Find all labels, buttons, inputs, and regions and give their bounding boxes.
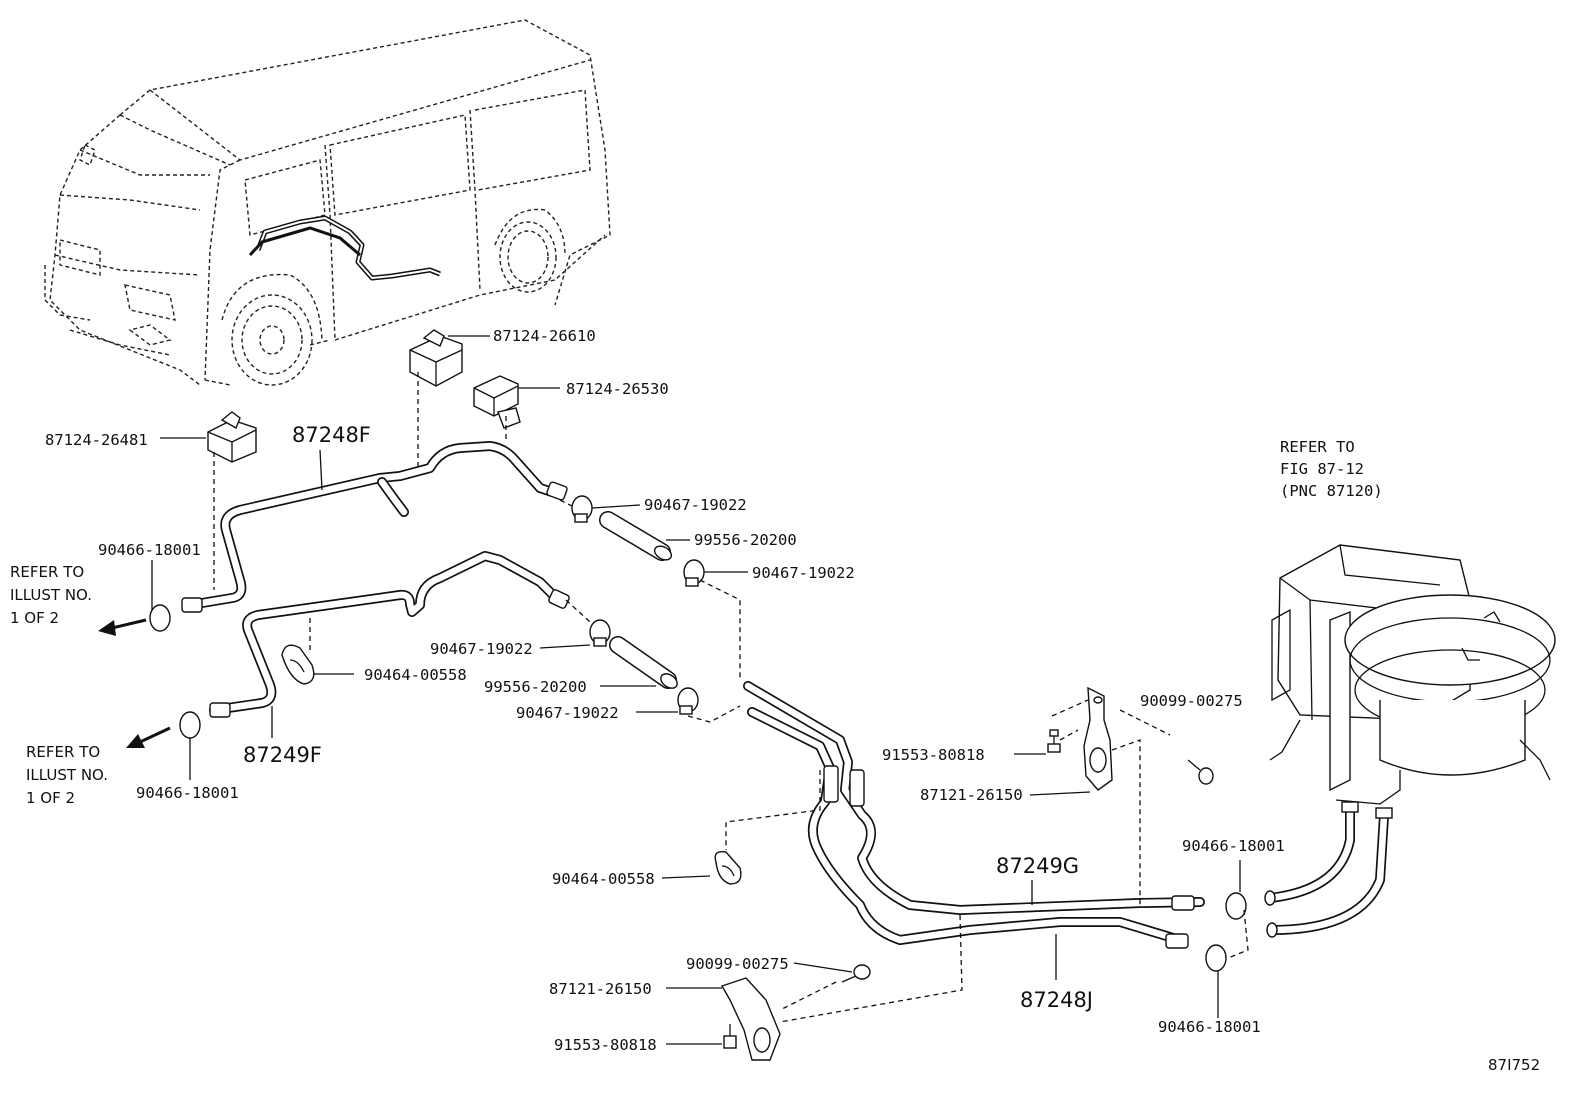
label-91553-80818-b: 91553-80818 [554,1036,657,1054]
arrow-refer-bottom [126,726,171,748]
bracket-87121-26150-b [720,977,781,1061]
bracket-87124-26481 [207,411,257,463]
pipe-87249G [743,681,1205,915]
screw-90099-00275-b [841,964,871,983]
label-90466-18001-c: 90466-18001 [1182,837,1285,855]
refer-illust-top-note: REFER TO ILLUST NO. 1 OF 2 [10,563,92,627]
van-illustration [44,19,611,386]
bolt-91553-80818-b [723,1024,737,1049]
clamp-90467-19022-b [683,559,705,587]
label-90464-00558-b: 90464-00558 [552,870,655,888]
refer-top-line-2: ILLUST NO. [10,586,92,604]
pipe-fittings [181,481,1195,949]
refer-fig-line-3: (PNC 87120) [1280,482,1383,500]
bracket-87121-26150-a [1083,686,1113,791]
figure-code: 87I752 [1488,1056,1540,1074]
refer-fig-note: REFER TO FIG 87-12 (PNC 87120) [1280,438,1383,500]
label-87124-26610: 87124-26610 [493,327,596,345]
label-90467-19022-c: 90467-19022 [430,640,533,658]
label-90466-18001-b: 90466-18001 [136,784,239,802]
label-90467-19022-a: 90467-19022 [644,496,747,514]
label-87121-26150-b: 87121-26150 [549,980,652,998]
refer-bottom-line-2: ILLUST NO. [26,766,108,784]
label-87248F: 87248F [292,423,371,447]
heater-unit [1264,544,1556,938]
hose-99556-20200-a [599,511,673,561]
label-87124-26481: 87124-26481 [45,431,148,449]
assembly-dash-lines [213,372,1249,1023]
arrow-refer-top [98,618,147,636]
label-87249G: 87249G [996,854,1079,878]
clamp-90466-18001-d [1205,944,1227,972]
refer-fig-line-2: FIG 87-12 [1280,460,1364,478]
part-labels: 87124-26610 87124-26530 87124-26481 8724… [45,327,1285,1054]
refer-top-line-1: REFER TO [10,563,84,581]
hose-99556-20200-b [609,636,678,689]
clip-90464-00558-a [281,644,315,685]
clamp-90466-18001-a [149,604,171,632]
refer-top-line-3: 1 OF 2 [10,609,59,627]
label-90467-19022-b: 90467-19022 [752,564,855,582]
label-87124-26530: 87124-26530 [566,380,669,398]
refer-illust-bottom-note: REFER TO ILLUST NO. 1 OF 2 [26,743,108,807]
leader-lines [151,335,1241,1045]
screw-90099-00275-a [1187,759,1214,785]
clamp-90467-19022-c [589,619,611,647]
label-90099-00275-a: 90099-00275 [1140,692,1243,710]
clamp-90467-19022-a [571,495,593,523]
refer-bottom-line-3: 1 OF 2 [26,789,75,807]
clamp-90467-19022-d [677,687,699,715]
clamp-90466-18001-b [179,711,201,739]
label-90099-00275-b: 90099-00275 [686,955,789,973]
label-90467-19022-d: 90467-19022 [516,704,619,722]
bracket-87124-26610 [409,329,463,387]
refer-fig-line-1: REFER TO [1280,438,1355,456]
label-87248J: 87248J [1020,988,1093,1012]
pipe-87248J [747,707,1185,945]
clip-90464-00558-b [714,851,742,885]
pipe-87249F [209,551,561,715]
label-90466-18001-d: 90466-18001 [1158,1018,1261,1036]
label-90466-18001-a: 90466-18001 [98,541,201,559]
label-87121-26150-a: 87121-26150 [920,786,1023,804]
label-91553-80818-a: 91553-80818 [882,746,985,764]
refer-bottom-line-1: REFER TO [26,743,100,761]
label-87249F: 87249F [243,743,322,767]
label-99556-20200-a: 99556-20200 [694,531,797,549]
bolt-91553-80818-a [1047,729,1061,753]
label-99556-20200-b: 99556-20200 [484,678,587,696]
label-90464-00558-a: 90464-00558 [364,666,467,684]
bracket-87124-26530 [473,375,521,429]
pipe-87248F [185,441,557,610]
clamp-90466-18001-c [1225,892,1247,920]
